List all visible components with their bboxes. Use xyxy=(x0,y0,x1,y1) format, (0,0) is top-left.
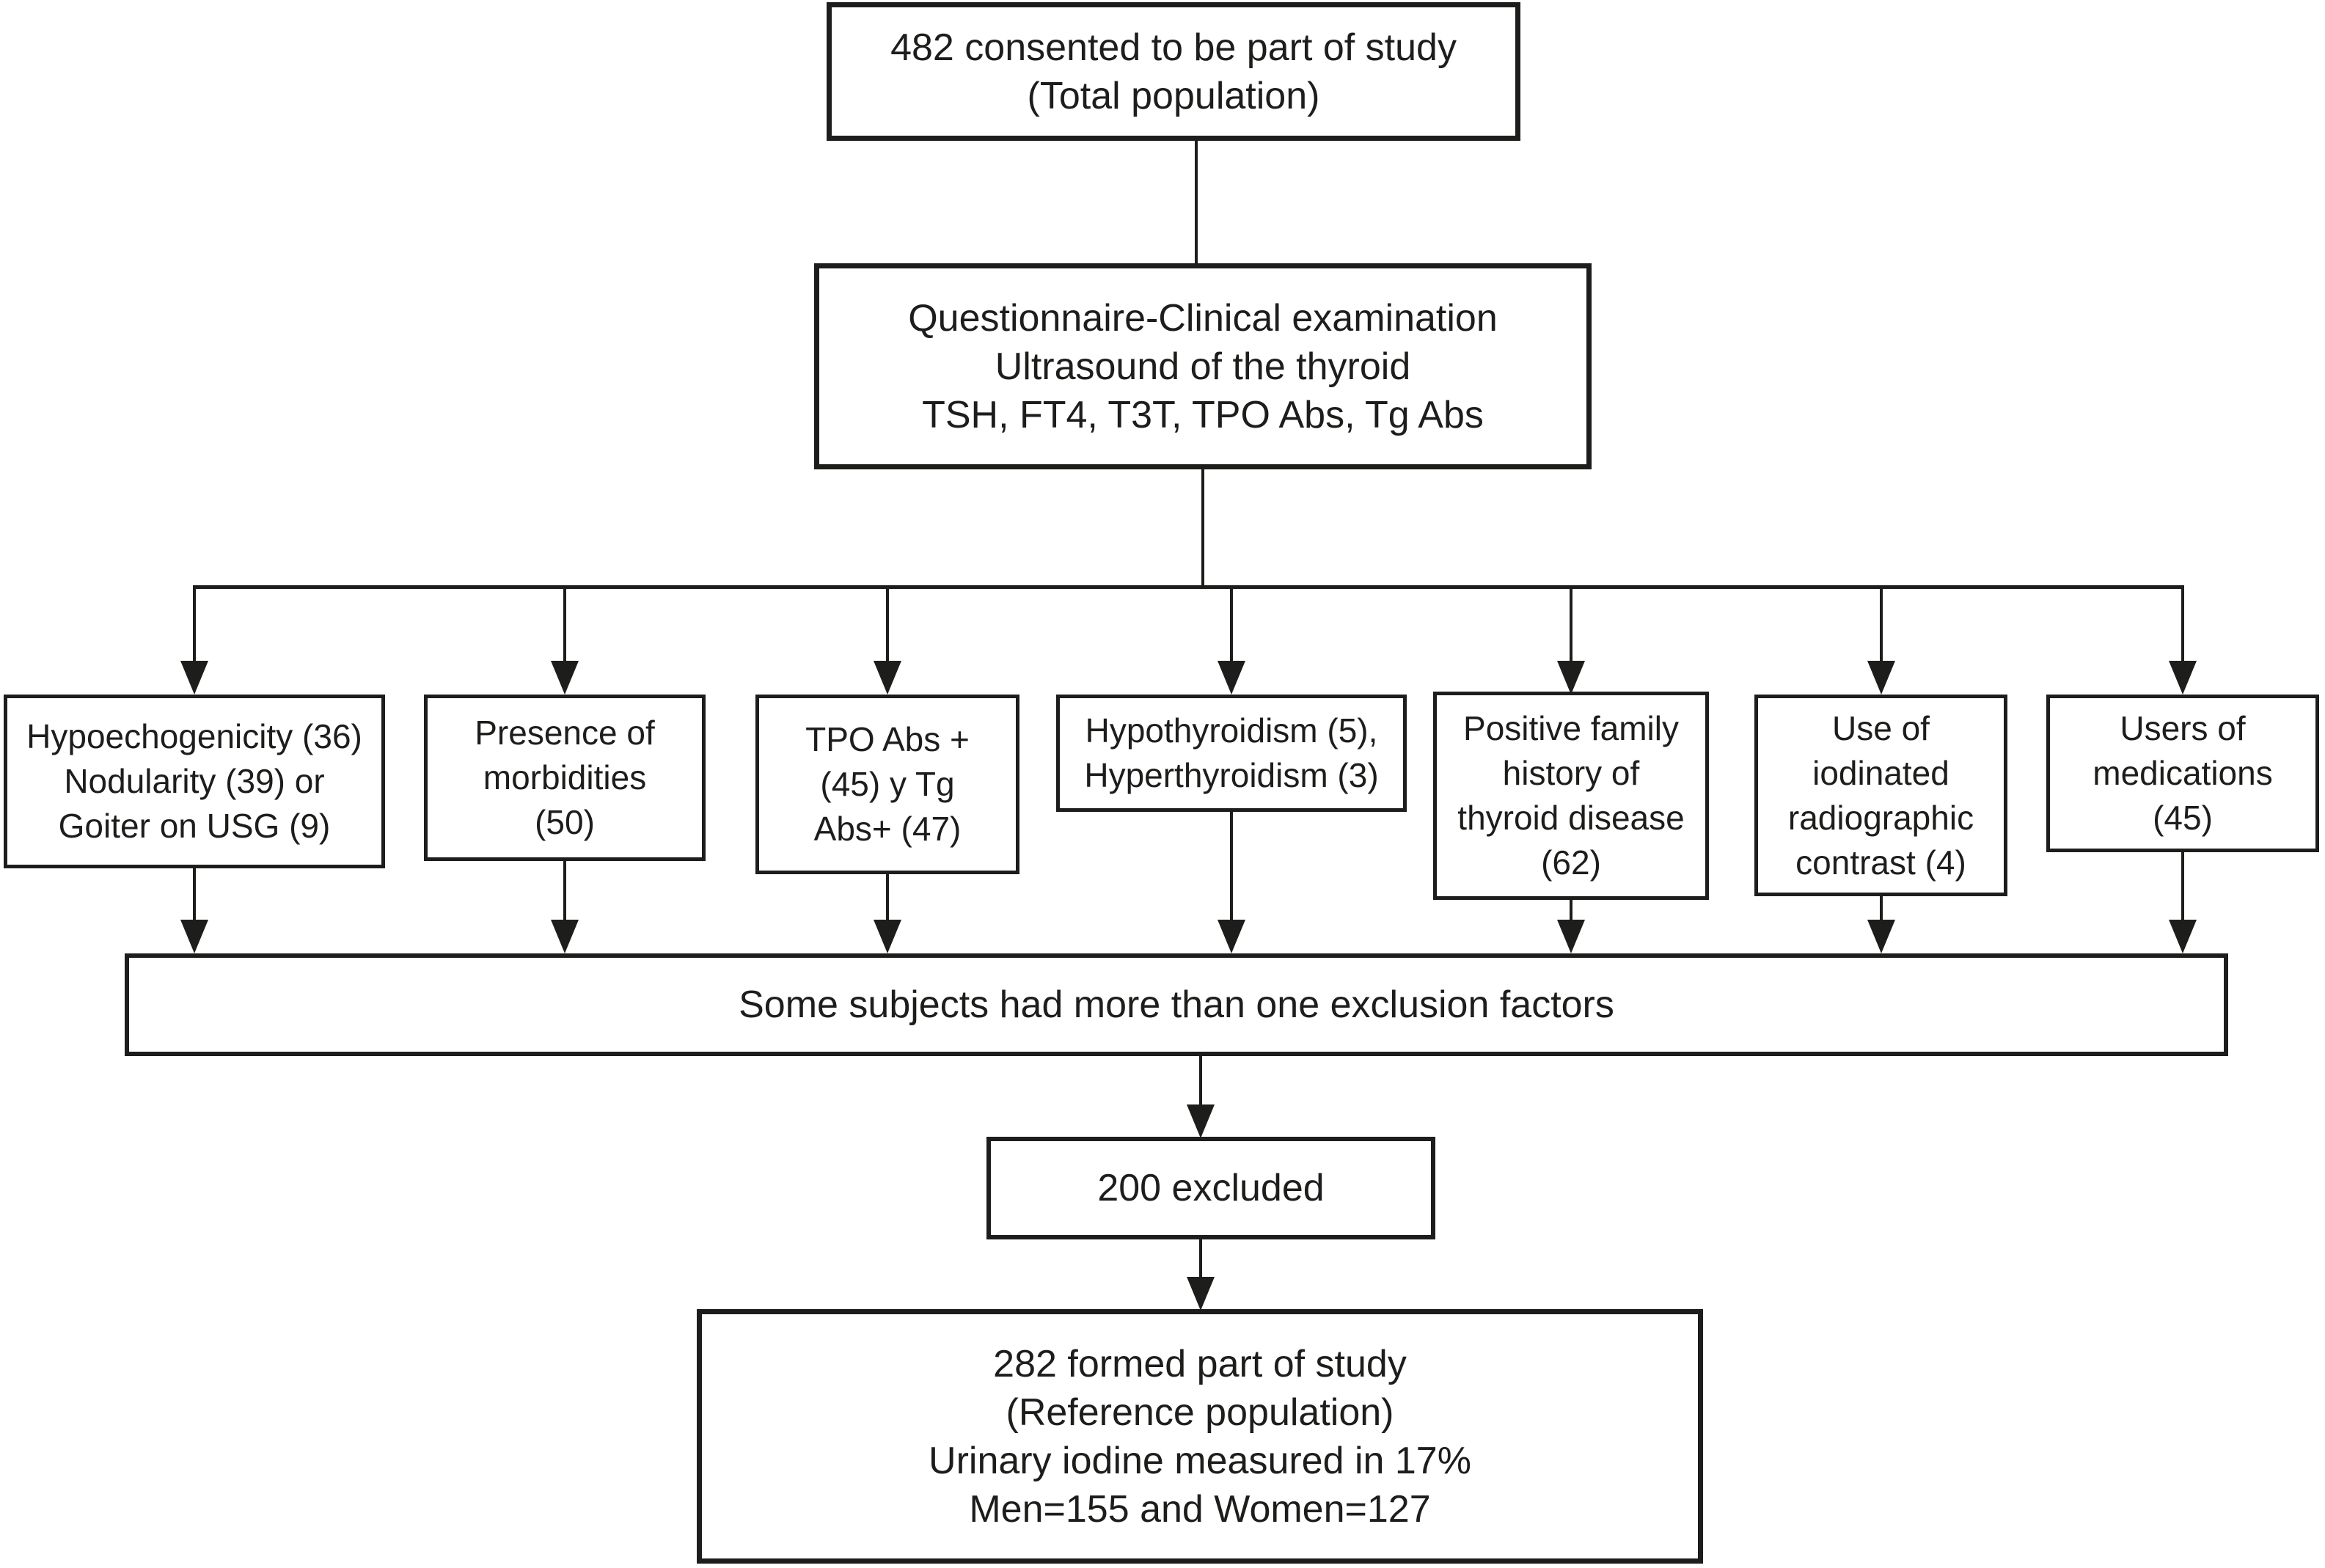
exclusion-arrow-5 xyxy=(1570,900,1572,921)
arrowhead-icon xyxy=(551,920,579,953)
connector-excluded-to-final xyxy=(1199,1239,1202,1278)
arrowhead-icon xyxy=(1557,661,1585,695)
examination-label: Questionnaire-Clinical examination Ultra… xyxy=(908,296,1498,436)
arrowhead-icon xyxy=(180,920,208,953)
arrowhead-icon xyxy=(874,661,901,695)
reference-population-label: 282 formed part of study (Reference popu… xyxy=(929,1342,1471,1531)
arrowhead-icon xyxy=(1218,661,1245,695)
branch-drop-6 xyxy=(1880,585,1883,662)
exclusion-box-antibodies: TPO Abs + (45) y Tg Abs+ (47) xyxy=(755,695,1019,874)
exclusion-box-ultrasound-findings: Hypoechogenicity (36) Nodularity (39) or… xyxy=(4,695,385,868)
arrowhead-icon xyxy=(1867,920,1895,953)
arrowhead-icon xyxy=(874,920,901,953)
exclusion-box-family-history: Positive family history of thyroid disea… xyxy=(1433,692,1709,900)
total-population-box: 482 consented to be part of study (Total… xyxy=(827,2,1520,141)
connector-total-to-exam xyxy=(1195,141,1198,263)
arrowhead-icon xyxy=(1557,920,1585,953)
arrowhead-icon xyxy=(1218,920,1245,953)
exclusion-label: Users of medications (45) xyxy=(2092,709,2273,837)
exclusion-box-radiographic-contrast: Use of iodinated radiographic contrast (… xyxy=(1754,695,2007,896)
branch-drop-4 xyxy=(1230,585,1233,662)
exclusion-label: TPO Abs + (45) y Tg Abs+ (47) xyxy=(805,720,970,848)
exclusion-box-thyroid-dysfunction: Hypothyroidism (5), Hyperthyroidism (3) xyxy=(1056,695,1407,812)
arrowhead-icon xyxy=(180,661,208,695)
exclusion-box-medications: Users of medications (45) xyxy=(2046,695,2319,852)
overlap-note-box: Some subjects had more than one exclusio… xyxy=(125,953,2228,1056)
connector-overlap-to-excluded xyxy=(1199,1056,1202,1106)
exclusion-box-morbidities: Presence of morbidities (50) xyxy=(424,695,706,861)
arrowhead-icon xyxy=(1867,661,1895,695)
branch-drop-7 xyxy=(2181,585,2184,662)
arrowhead-icon xyxy=(2169,920,2197,953)
exclusion-label: Use of iodinated radiographic contrast (… xyxy=(1787,708,1974,882)
branch-drop-3 xyxy=(886,585,889,662)
exclusion-label: Positive family history of thyroid disea… xyxy=(1457,709,1685,882)
overlap-note-label: Some subjects had more than one exclusio… xyxy=(739,983,1614,1026)
branch-drop-5 xyxy=(1570,585,1572,662)
excluded-label: 200 excluded xyxy=(1097,1167,1325,1209)
exclusion-arrow-2 xyxy=(563,861,566,921)
exclusion-label: Hypothyroidism (5), Hyperthyroidism (3) xyxy=(1084,711,1379,794)
excluded-box: 200 excluded xyxy=(986,1137,1435,1239)
exclusion-arrow-4 xyxy=(1230,812,1233,921)
exclusion-label: Presence of morbidities (50) xyxy=(475,714,655,841)
exclusion-arrow-3 xyxy=(886,874,889,921)
branch-horizontal-line xyxy=(193,585,2184,589)
arrowhead-icon xyxy=(551,661,579,695)
exclusion-arrow-7 xyxy=(2181,852,2184,921)
exclusion-arrow-6 xyxy=(1880,896,1883,921)
arrowhead-icon xyxy=(1187,1104,1215,1138)
connector-exam-to-branch xyxy=(1201,469,1204,587)
total-population-label: 482 consented to be part of study (Total… xyxy=(890,26,1457,117)
arrowhead-icon xyxy=(2169,661,2197,695)
exclusion-label: Hypoechogenicity (36) Nodularity (39) or… xyxy=(26,717,362,845)
branch-drop-2 xyxy=(563,585,566,662)
arrowhead-icon xyxy=(1187,1277,1215,1311)
exclusion-arrow-1 xyxy=(193,868,196,921)
examination-box: Questionnaire-Clinical examination Ultra… xyxy=(814,263,1592,469)
reference-population-box: 282 formed part of study (Reference popu… xyxy=(697,1309,1703,1564)
branch-drop-1 xyxy=(193,585,196,662)
